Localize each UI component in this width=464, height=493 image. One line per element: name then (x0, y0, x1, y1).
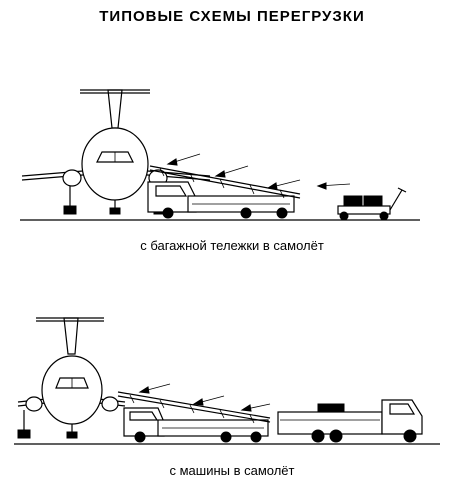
scheme-caption: с багажной тележки в самолёт (140, 238, 324, 253)
aircraft-icon (17, 317, 126, 439)
belt-loader-icon (117, 391, 271, 443)
baggage-cart-icon (337, 187, 407, 221)
scheme-truck-to-plane (14, 317, 440, 445)
scheme-cart-to-plane (20, 89, 420, 221)
belt-loader-icon (147, 165, 301, 219)
cargo-truck-icon (277, 399, 423, 443)
arrow-icon (166, 153, 351, 190)
arrow-icon (138, 383, 271, 412)
scheme-caption: с машины в самолёт (169, 463, 295, 478)
page-title: ТИПОВЫЕ СХЕМЫ ПЕРЕГРУЗКИ (99, 8, 365, 25)
